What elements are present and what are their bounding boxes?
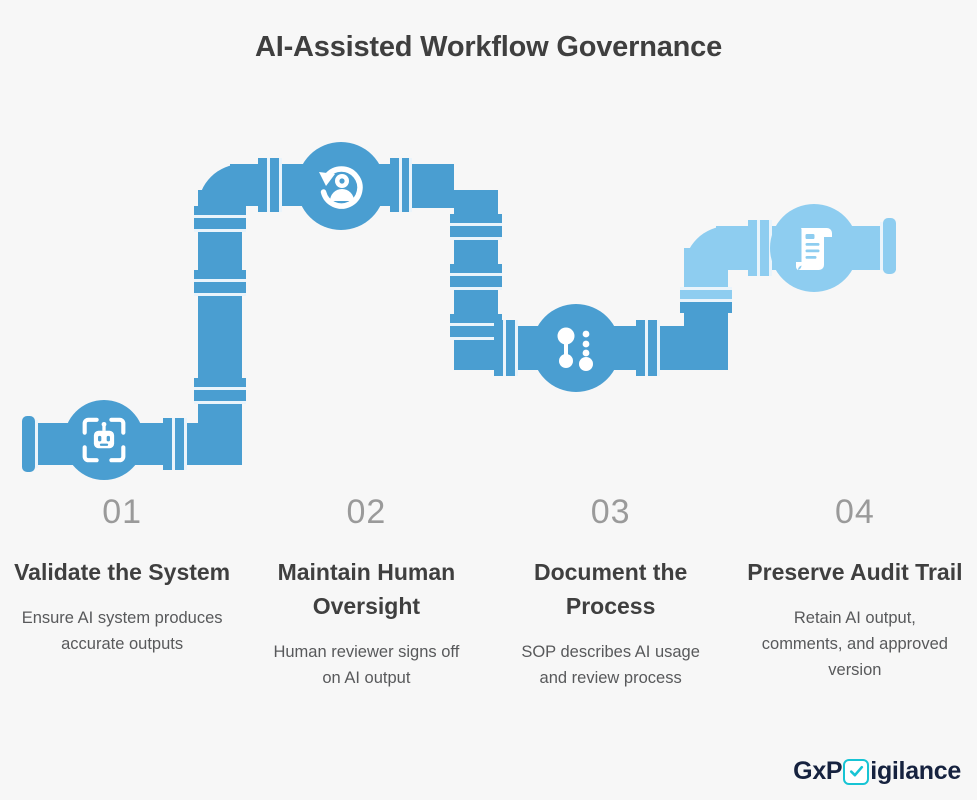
- step-number: 04: [834, 493, 875, 531]
- step-title: Validate the System: [14, 559, 231, 585]
- step-item-4[interactable]: 04 Preserve Audit Trail Retain AI output…: [733, 495, 977, 775]
- step-item-2[interactable]: 02 Maintain Human Oversight Human review…: [244, 495, 488, 775]
- checkbox-check-icon: [843, 758, 870, 785]
- pipeline-node-4[interactable]: [770, 204, 858, 292]
- steps-list: 01 Validate the System Ensure AI system …: [0, 495, 977, 775]
- step-item-3[interactable]: 03 Document the Process SOP describes AI…: [489, 495, 733, 775]
- page-title: AI-Assisted Workflow Governance: [254, 31, 723, 63]
- pipeline-node-3[interactable]: [532, 304, 620, 392]
- pipeline-diagram: [22, 142, 896, 480]
- brand-logo[interactable]: GxP igilance: [793, 757, 961, 786]
- pipeline-node-2[interactable]: [297, 142, 385, 230]
- pipe-collars: [22, 158, 896, 472]
- step-description: SOP describes AI usage and review proces…: [521, 643, 700, 687]
- step-description: Retain AI output, comments, and approved…: [761, 609, 948, 679]
- step-number: 01: [102, 493, 143, 531]
- step-number: 03: [590, 493, 631, 531]
- step-description: Ensure AI system produces accurate outpu…: [21, 609, 223, 653]
- step-description: Human reviewer signs off on AI output: [273, 643, 460, 687]
- logo-text-after: igilance: [870, 757, 961, 785]
- node-3-circle: [532, 304, 620, 392]
- step-item-1[interactable]: 01 Validate the System Ensure AI system …: [0, 495, 244, 775]
- step-title: Preserve Audit Trail: [747, 559, 963, 585]
- pipeline-node-1[interactable]: [64, 400, 144, 480]
- step-title: Document the Process: [533, 559, 688, 620]
- step-number: 02: [346, 493, 387, 531]
- logo-text-before: GxP: [793, 757, 843, 785]
- step-title: Maintain Human Oversight: [277, 559, 456, 620]
